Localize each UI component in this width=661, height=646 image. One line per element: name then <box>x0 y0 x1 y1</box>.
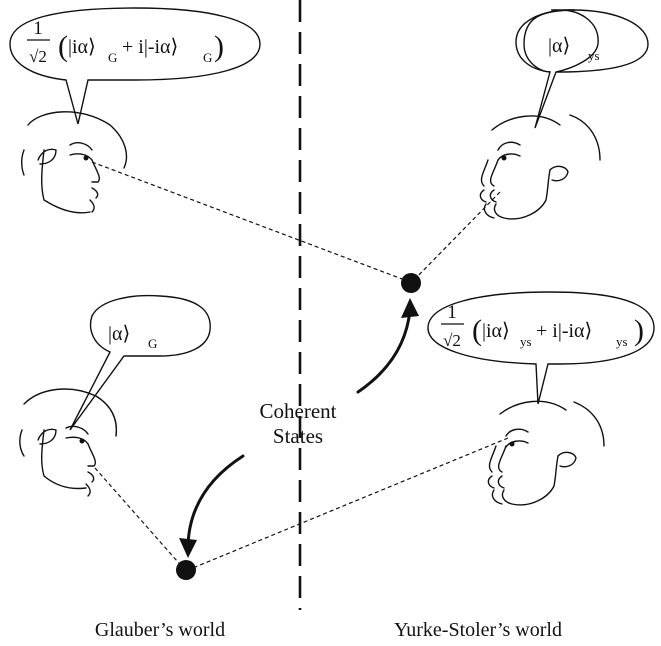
sight-line-top-right <box>411 191 501 283</box>
speech-bubble-top-right <box>523 9 599 129</box>
svg-text:√2: √2 <box>443 331 461 350</box>
svg-text:ys: ys <box>588 48 600 63</box>
face-top-left <box>21 111 128 214</box>
arrowhead-yurke <box>401 298 419 318</box>
svg-text:G: G <box>148 336 157 351</box>
speech-bubble-bottom-right <box>427 291 655 405</box>
svg-text:G: G <box>203 50 212 65</box>
face-top-right <box>479 114 601 220</box>
svg-text:1: 1 <box>447 302 457 323</box>
bubble-text-bottom-left: |α⟩ G <box>108 323 157 351</box>
sight-line-bottom-right <box>187 437 509 571</box>
sight-line-top-left <box>91 161 411 283</box>
bubble-text-top-right: |α⟩ ys <box>548 35 600 63</box>
svg-text:ys: ys <box>616 334 628 349</box>
glauber-world-label: Glauber’s world <box>95 619 225 641</box>
svg-text:|iα⟩: |iα⟩ <box>68 36 96 58</box>
bubble-text-top-left: 1 √2 ( |iα⟩ G + i|-iα⟩ G ) <box>27 18 224 66</box>
bubble-text-bottom-right: 1 √2 ( |iα⟩ ys + i|-iα⟩ ys ) <box>441 302 644 350</box>
face-bottom-right <box>487 400 605 506</box>
svg-text:): ) <box>634 314 644 347</box>
svg-text:1: 1 <box>33 18 43 39</box>
sight-lines <box>91 161 509 571</box>
svg-text:G: G <box>108 50 117 65</box>
svg-text:(: ( <box>58 30 68 63</box>
arrowhead-glauber <box>179 538 197 558</box>
arrow-to-yurke-dot <box>356 308 412 394</box>
svg-text:|α⟩: |α⟩ <box>548 35 570 57</box>
svg-text:): ) <box>214 30 224 63</box>
svg-text:ys: ys <box>520 334 532 349</box>
coherent-state-dot-glauber <box>176 560 196 580</box>
sight-line-bottom-left <box>94 467 186 571</box>
arrows <box>186 308 412 547</box>
svg-text:√2: √2 <box>29 47 47 66</box>
svg-text:|iα⟩: |iα⟩ <box>482 320 510 342</box>
svg-text:+ i|-iα⟩: + i|-iα⟩ <box>122 36 178 58</box>
coherent-label-line2: States <box>273 424 323 448</box>
svg-text:+ i|-iα⟩: + i|-iα⟩ <box>536 320 592 342</box>
speech-bubble-top-left <box>9 7 261 125</box>
svg-text:|α⟩: |α⟩ <box>108 323 130 345</box>
face-bottom-left <box>19 388 118 497</box>
svg-text:(: ( <box>472 314 482 347</box>
yurke-world-label: Yurke-Stoler’s world <box>394 619 562 641</box>
arrow-to-glauber-dot <box>186 454 245 547</box>
coherent-label-line1: Coherent <box>260 399 337 423</box>
coherent-state-dot-yurke <box>401 273 421 293</box>
speech-bubble-bottom-left <box>69 294 211 431</box>
